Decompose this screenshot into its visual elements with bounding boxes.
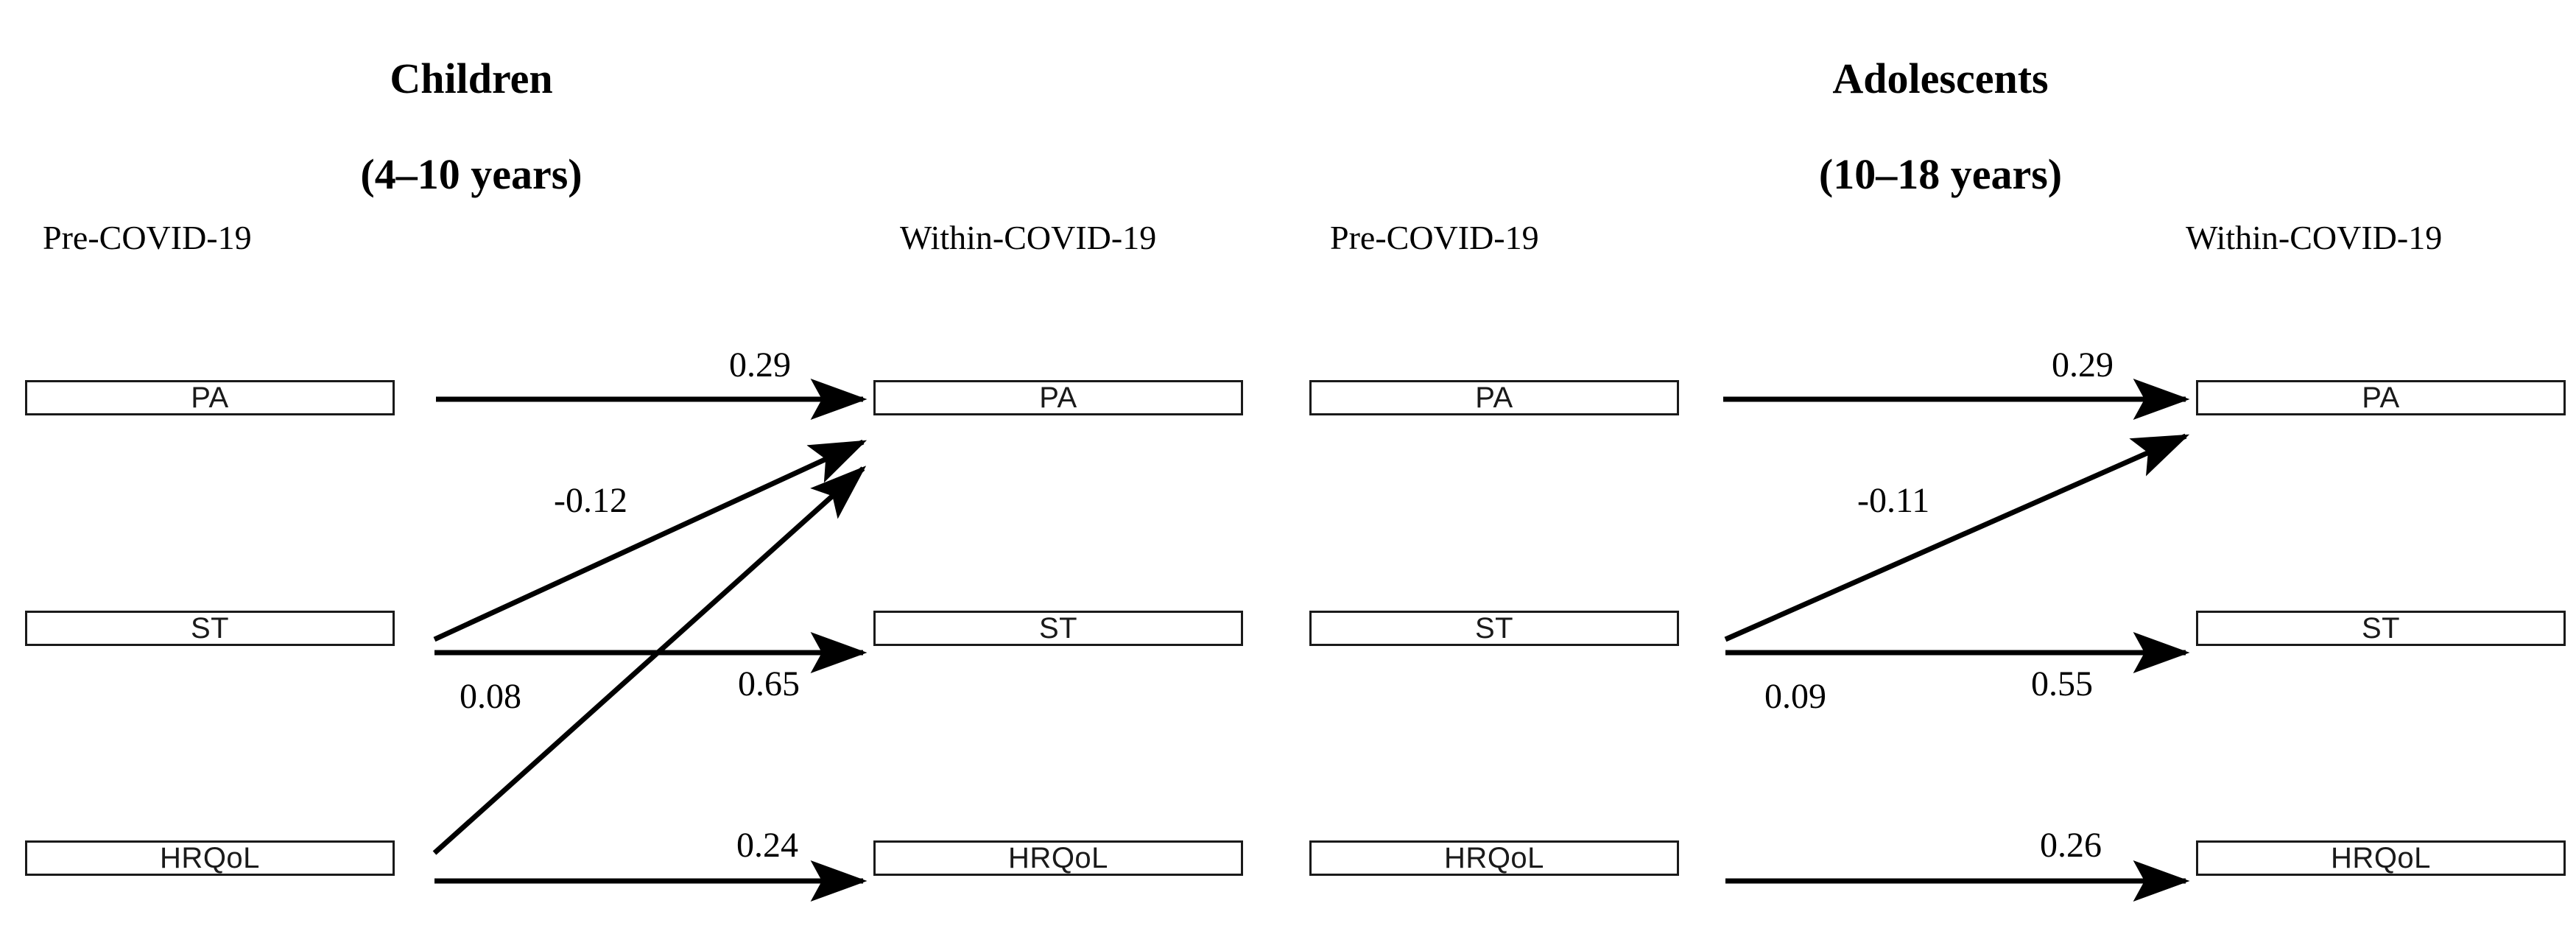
node-label: ST [190,612,230,645]
panel-title-children-line2: (4–10 years) [360,150,583,198]
node-label: PA [1475,382,1513,414]
node-label: PA [2362,382,2400,414]
coefficient-adolescents-pa-pa: 0.29 [2052,345,2114,385]
node-adolescents-within-hrqol[interactable]: HRQoL [2196,840,2566,876]
column-header-children-pre: Pre-COVID-19 [43,219,252,256]
panel-title-adolescents: Adolescents (10–18 years) [1535,7,2346,247]
node-adolescents-within-pa[interactable]: PA [2196,380,2566,415]
panel-title-children-line1: Children [390,54,553,102]
coefficient-children-hrqol-pa: 0.08 [460,677,521,716]
arrow-children-st-pa [433,439,868,642]
arrow-adolescents-st-pa [1724,433,2190,642]
node-children-pre-hrqol[interactable]: HRQoL [25,840,395,876]
node-children-within-hrqol[interactable]: HRQoL [873,840,1243,876]
node-label: HRQoL [1008,842,1108,874]
node-children-within-st[interactable]: ST [873,611,1243,646]
coefficient-children-hrqol-hrqol: 0.24 [736,826,798,865]
panel-title-adolescents-line1: Adolescents [1832,54,2049,102]
node-adolescents-within-st[interactable]: ST [2196,611,2566,646]
coefficient-children-st-st: 0.65 [738,664,800,703]
node-label: ST [1474,612,1514,645]
node-label: ST [2361,612,2401,645]
coefficient-adolescents-st-pa: -0.11 [1857,481,1930,520]
node-label: HRQoL [160,842,260,874]
node-label: PA [191,382,229,414]
panel-title-adolescents-line2: (10–18 years) [1818,150,2063,198]
column-header-adolescents-pre: Pre-COVID-19 [1330,219,1539,256]
column-header-children-within: Within-COVID-19 [900,219,1157,256]
node-adolescents-pre-pa[interactable]: PA [1309,380,1679,415]
panel-title-children: Children (4–10 years) [66,7,876,247]
node-children-within-pa[interactable]: PA [873,380,1243,415]
node-children-pre-pa[interactable]: PA [25,380,395,415]
node-label: PA [1039,382,1077,414]
coefficient-adolescents-hrqol-hrqol: 0.26 [2040,826,2102,865]
coefficient-adolescents-st-st: 0.55 [2031,664,2093,703]
coefficient-children-pa-pa: 0.29 [729,345,791,385]
node-adolescents-pre-hrqol[interactable]: HRQoL [1309,840,1679,876]
coefficient-children-st-pa: -0.12 [554,481,627,520]
coefficient-adolescents-hrqol-pa: 0.09 [1764,677,1826,716]
node-label: HRQoL [1444,842,1544,874]
node-children-pre-st[interactable]: ST [25,611,395,646]
node-label: ST [1038,612,1078,645]
node-adolescents-pre-st[interactable]: ST [1309,611,1679,646]
arrow-children-hrqol-pa [432,466,867,855]
column-header-adolescents-within: Within-COVID-19 [2186,219,2443,256]
node-label: HRQoL [2331,842,2431,874]
